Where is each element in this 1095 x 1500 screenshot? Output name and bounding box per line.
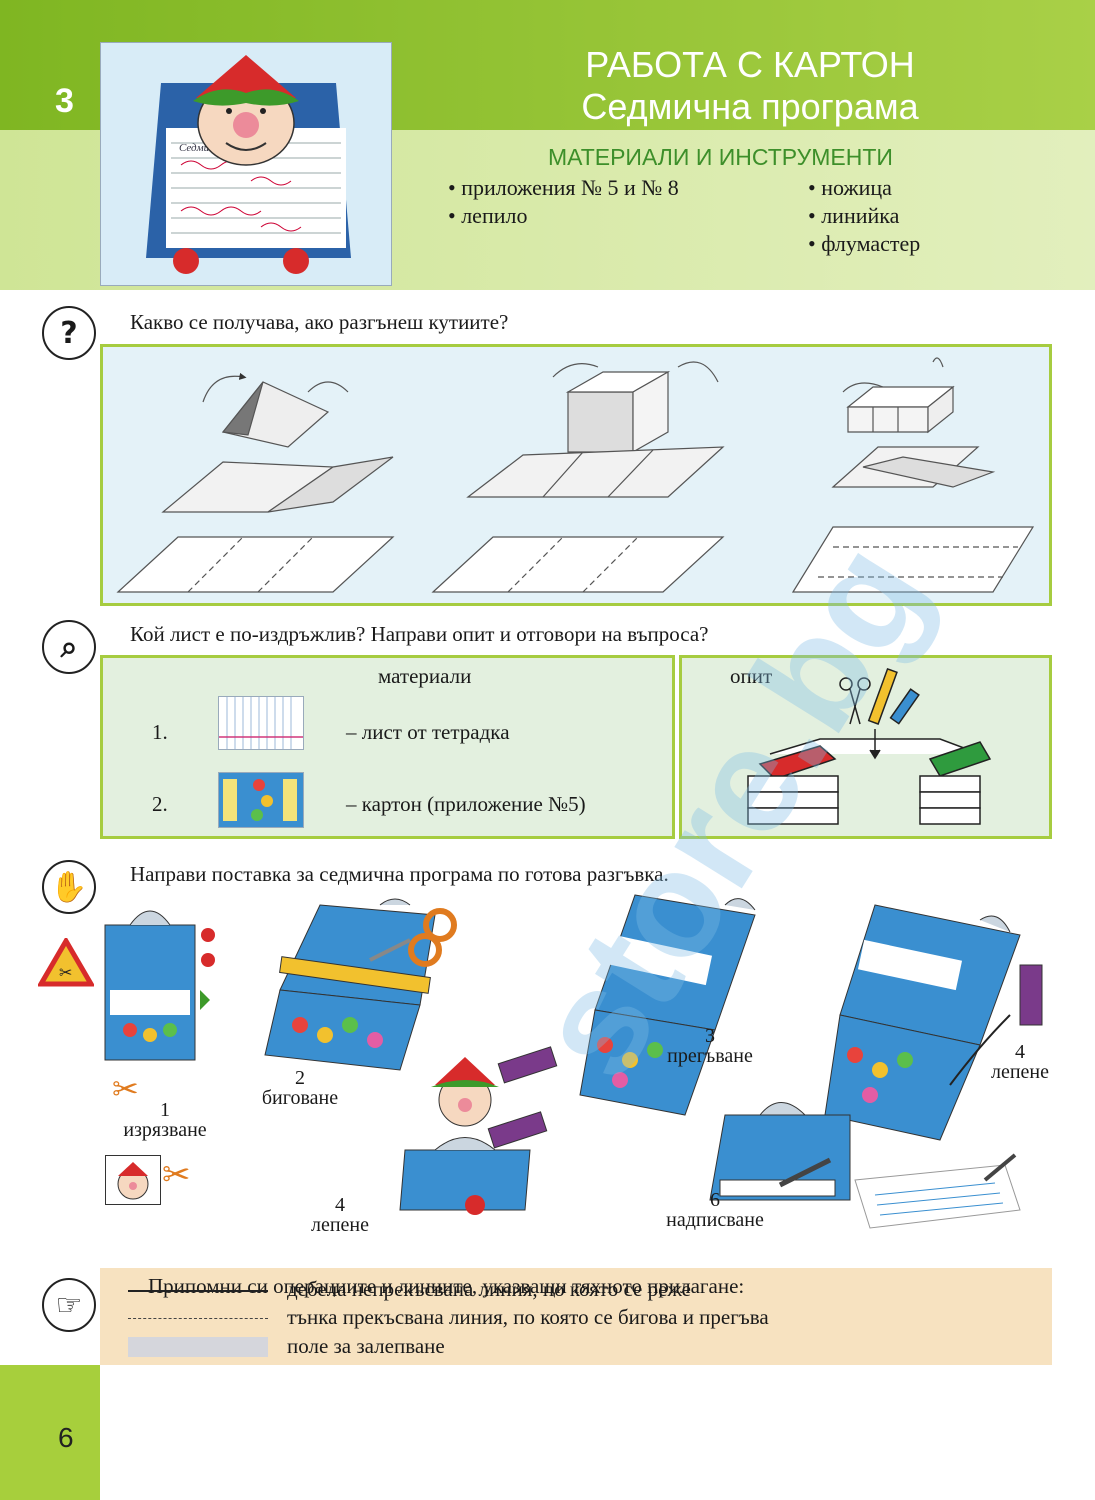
materials-title: МАТЕРИАЛИ И ИНСТРУМЕНТИ [548, 144, 893, 170]
recall-item: тънка прекъсвана линия, по която се биго… [287, 1305, 769, 1329]
row-text: – лист от тетрадка [346, 720, 510, 744]
step-label: надписване [666, 1209, 764, 1231]
step-number: 1 [160, 1099, 170, 1121]
step-4b: 4 лепене [285, 1195, 395, 1235]
net-template-image [100, 895, 225, 1070]
svg-text:✂: ✂ [59, 963, 72, 982]
step-label: биговане [261, 1087, 339, 1109]
step-label: лепене [990, 1061, 1050, 1083]
lesson-number: 3 [55, 82, 74, 120]
recall-item: дебела непрекъсвана линия, по която се р… [287, 1277, 691, 1301]
step-2: 2 биговане [240, 1068, 360, 1108]
row-number: 1. [152, 720, 168, 744]
step-number: 4 [1015, 1041, 1025, 1063]
materials-item: • ножица [808, 175, 892, 200]
question-icon: ? [42, 306, 96, 360]
page-number-bar [0, 1365, 100, 1500]
step-number: 6 [710, 1189, 720, 1211]
glue-area-sample [128, 1337, 268, 1357]
page-title: РАБОТА С КАРТОН Седмична програма [520, 44, 980, 128]
elf-photo: Седмична програма [100, 42, 392, 286]
gluing-illustration [820, 895, 1060, 1150]
dashed-line-sample [128, 1318, 268, 1319]
weekly-schedule-card-image [845, 1150, 1025, 1235]
section3-instruction: Направи поставка за седмична програма по… [130, 862, 669, 886]
magnifier-icon: ⌕ [42, 620, 96, 674]
step-label: прегъване [667, 1045, 753, 1067]
elf-cutout-image [105, 1155, 161, 1205]
step-number: 3 [705, 1025, 715, 1047]
unfold-boxes-illustration [116, 357, 1035, 593]
hand-icon: ✋ [42, 860, 96, 914]
section1-question: Какво се получава, ако разгънеш кутиите? [130, 310, 509, 334]
materials-item: • лепило [448, 203, 528, 228]
step-6: 6 надписване [650, 1190, 780, 1230]
step-1: 1 изрязване [100, 1100, 230, 1140]
materials-right: • ножица • линийка • флумастер [808, 174, 920, 258]
step-3: 3 прегъване [655, 1026, 765, 1066]
books-experiment-image [740, 664, 1000, 839]
scoring-illustration [260, 895, 480, 1080]
step-4a: 4 лепене [965, 1042, 1075, 1082]
title-line-2: Седмична програма [581, 86, 919, 127]
step-label: изрязване [123, 1119, 207, 1141]
step-number: 2 [295, 1067, 305, 1089]
materials-left: • приложения № 5 и № 8 • лепило [448, 174, 679, 230]
recall-title: Припомни си операциите и линиите, указва… [148, 1274, 745, 1298]
writing-illustration [700, 1085, 870, 1230]
solid-line-sample [128, 1290, 268, 1292]
title-line-1: РАБОТА С КАРТОН [585, 44, 915, 85]
safety-warning-icon: ✂ [36, 936, 96, 993]
materials-item: • флумастер [808, 231, 921, 256]
pointing-hand-icon: ☞ [42, 1278, 96, 1332]
step-number: 4 [335, 1194, 345, 1216]
recall-item: поле за залепване [287, 1334, 445, 1358]
row-text: – картон (приложение №5) [346, 792, 586, 816]
elf-gluing-illustration [395, 1045, 575, 1240]
materials-item: • линийка [808, 203, 900, 228]
row-number: 2. [152, 792, 168, 816]
materials-panel [100, 655, 675, 839]
page-number: 6 [58, 1422, 74, 1453]
materials-item: • приложения № 5 и № 8 [448, 175, 679, 200]
materials-label: материали [378, 664, 472, 688]
notebook-sheet-image [218, 696, 304, 750]
step-label: лепене [310, 1214, 370, 1236]
scissors-icon: ✂ [112, 1070, 139, 1108]
unfold-boxes-panel [100, 344, 1052, 606]
cardboard-image [218, 772, 304, 828]
section2-question: Кой лист е по-издръжлив? Направи опит и … [130, 622, 709, 646]
folding-illustration [575, 885, 775, 1130]
experiment-label: опит [730, 664, 773, 688]
scissors-icon: ✂ [162, 1155, 191, 1195]
